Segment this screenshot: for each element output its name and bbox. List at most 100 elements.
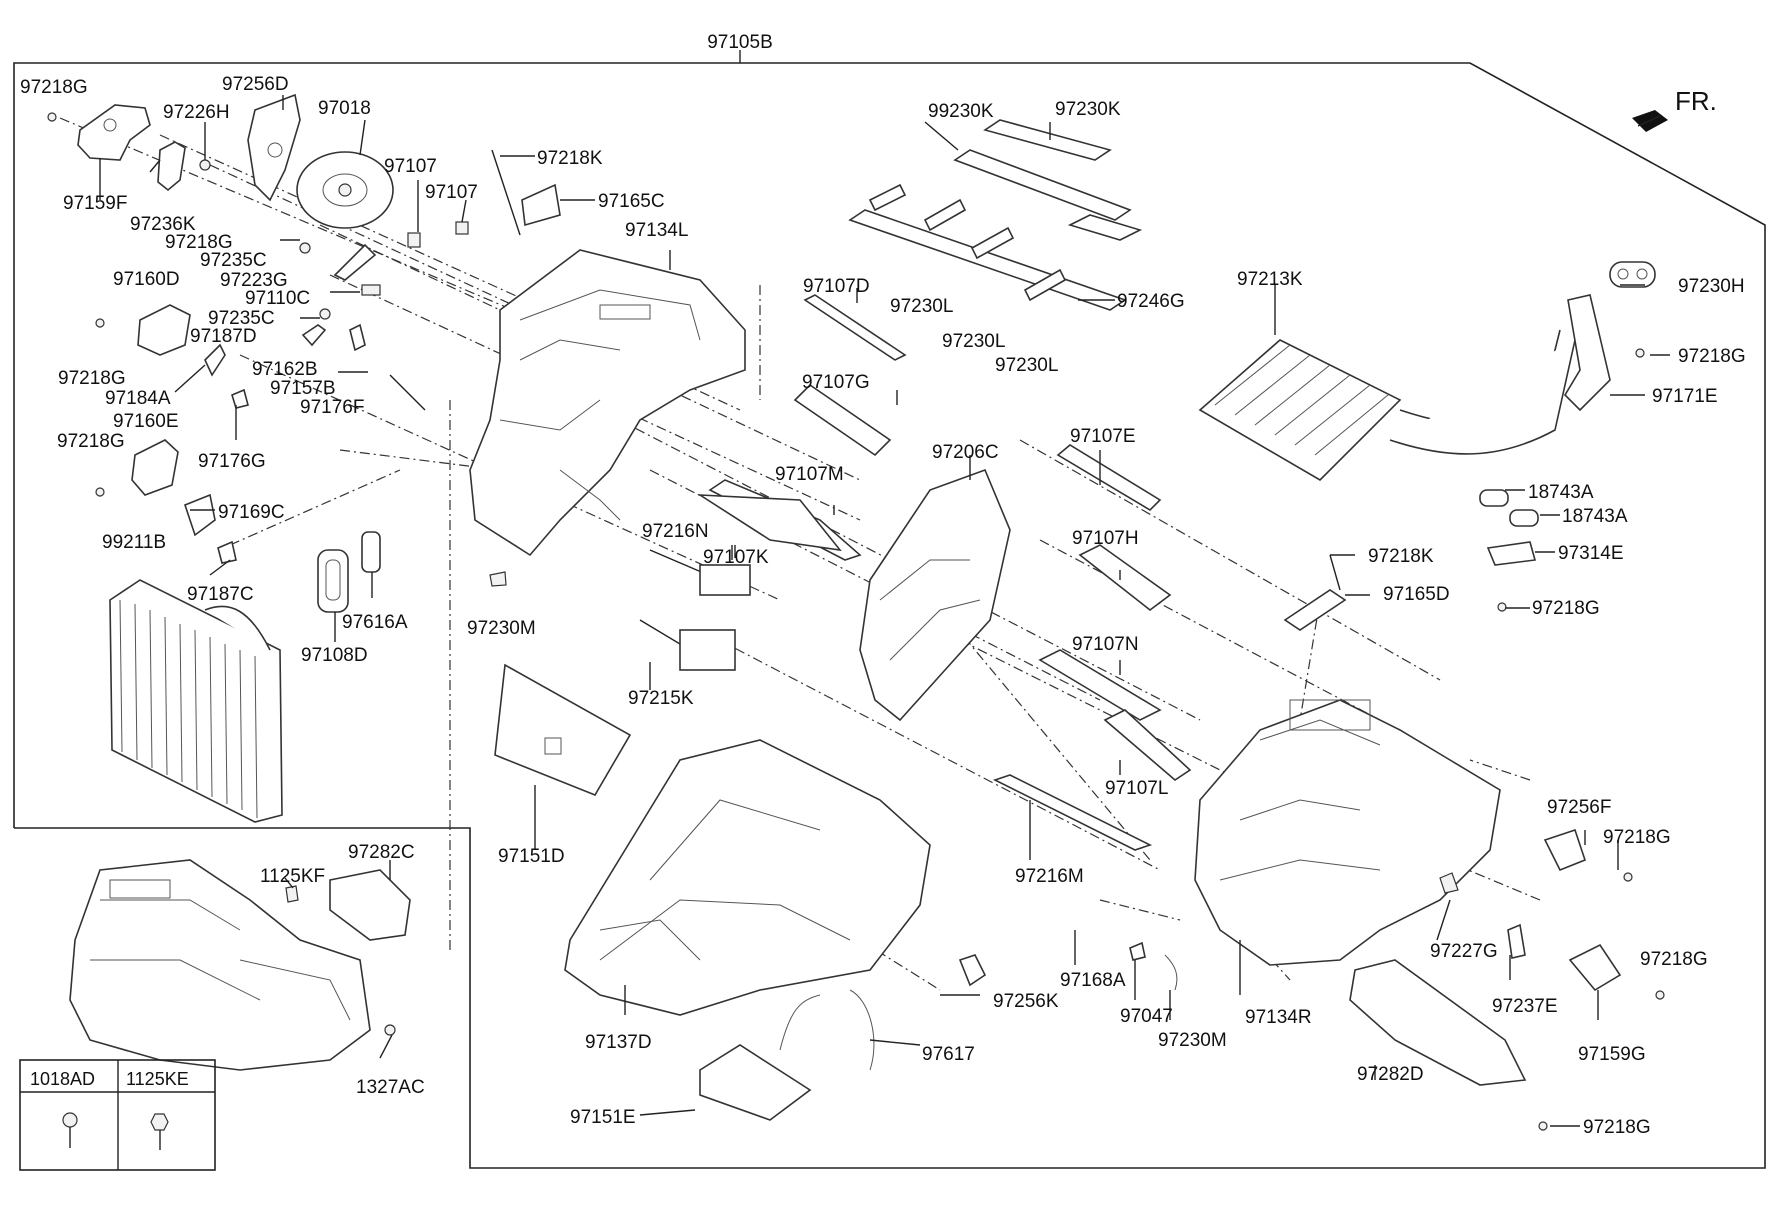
lever-97169C [184, 493, 237, 564]
small-parts-mid [489, 149, 561, 587]
label-97218G-d: 97218G [58, 368, 126, 389]
label-97216N: 97216N [642, 521, 709, 542]
label-97230L-a: 97230L [890, 296, 953, 317]
label-97176F: 97176F [300, 397, 364, 418]
label-97213K: 97213K [1237, 269, 1303, 290]
label-97218G-g: 97218G [1603, 827, 1671, 848]
label-leaders [99, 95, 1670, 1127]
lever-97184A [204, 343, 249, 409]
label-1327AC: 1327AC [356, 1077, 425, 1098]
label-97230K: 97230K [1055, 99, 1121, 120]
label-97230L-c: 97230L [995, 355, 1058, 376]
clamp-97314E [1486, 541, 1537, 612]
heater-core-97213K [1198, 329, 1576, 482]
actuator-97160E [95, 439, 179, 497]
table-header-1018AD: 1018AD [30, 1069, 95, 1089]
fastener-table [19, 1059, 216, 1171]
label-97227G: 97227G [1430, 941, 1498, 962]
label-97206C: 97206C [932, 442, 999, 463]
bracket-97165D [1283, 554, 1347, 631]
small-parts-right [1129, 828, 1665, 1131]
label-97107-b: 97107 [425, 182, 478, 203]
label-97165C: 97165C [598, 191, 665, 212]
label-97282D: 97282D [1357, 1064, 1424, 1085]
label-97159F: 97159F [63, 193, 127, 214]
label-97218G-e: 97218G [57, 431, 125, 452]
label-97184A: 97184A [105, 388, 171, 409]
actuator-97159F [47, 104, 151, 161]
label-97165D: 97165D [1383, 584, 1450, 605]
label-97223G: 97223G [220, 270, 288, 291]
grommet-97230H [1609, 261, 1656, 288]
part-number-labels: 97105B FR. 97218G 97256D 97226H 97018 97… [20, 32, 1746, 1138]
label-97159G: 97159G [1578, 1044, 1646, 1065]
label-97110C: 97110C [245, 288, 310, 309]
label-97230M: 97230M [467, 618, 536, 639]
main-frame [13, 50, 1766, 1169]
label-97256D: 97256D [222, 74, 289, 95]
screw-icon [62, 1112, 78, 1148]
label-97230L-b: 97230L [942, 331, 1005, 352]
label-97171E: 97171E [1652, 386, 1718, 407]
label-97151D: 97151D [498, 846, 565, 867]
label-97107D: 97107D [803, 276, 870, 297]
label-97187D: 97187D [190, 326, 257, 347]
label-99211B: 99211B [102, 532, 166, 553]
label-97218G: 97218G [20, 77, 88, 98]
pad-97151E [699, 1044, 812, 1121]
label-97134L: 97134L [625, 220, 688, 241]
label-97218G-i: 97218G [1583, 1117, 1651, 1138]
pad-97151D [494, 663, 632, 796]
label-97256K: 97256K [993, 991, 1059, 1012]
seals-97108D-97616A [317, 531, 381, 613]
label-97107K: 97107K [703, 547, 769, 568]
label-97107H: 97107H [1072, 528, 1139, 549]
label-97107L: 97107L [1105, 778, 1168, 799]
label-97226H: 97226H [163, 102, 230, 123]
label-97162B: 97162B [252, 359, 318, 380]
bracket-97236K [157, 141, 211, 192]
label-97018: 97018 [318, 98, 371, 119]
case-left-97134L [469, 249, 746, 557]
label-97230H: 97230H [1678, 276, 1745, 297]
label-97235C: 97235C [200, 250, 267, 271]
actuator-97256D [247, 93, 301, 202]
label-97246G: 97246G [1117, 291, 1185, 312]
bracket-97171E [1563, 294, 1645, 412]
evaporator-99211B [109, 579, 283, 823]
label-97107G: 97107G [802, 372, 870, 393]
label-97314E: 97314E [1558, 543, 1624, 564]
label-97107N: 97107N [1072, 634, 1139, 655]
label-97151E: 97151E [570, 1107, 636, 1128]
table-header-1125KE: 1125KE [126, 1069, 189, 1089]
label-97187C: 97187C [187, 584, 254, 605]
bolt-icon [150, 1113, 169, 1150]
label-97107-a: 97107 [384, 156, 437, 177]
label-97216M: 97216M [1015, 866, 1084, 887]
filters-97230 [848, 119, 1143, 311]
label-97215K: 97215K [628, 688, 694, 709]
label-1125KF: 1125KF [260, 866, 325, 887]
label-97108D: 97108D [301, 645, 368, 666]
label-97235C-b: 97235C [208, 308, 275, 329]
label-97107E: 97107E [1070, 426, 1136, 447]
label-97168A: 97168A [1060, 970, 1126, 991]
label-97218K-b: 97218K [1368, 546, 1434, 567]
label-97160D: 97160D [113, 269, 180, 290]
label-97176G: 97176G [198, 451, 266, 472]
label-97134R: 97134R [1245, 1007, 1312, 1028]
doors-center [639, 294, 1192, 851]
label-97256F: 97256F [1547, 797, 1611, 818]
label-97230M-b: 97230M [1158, 1030, 1227, 1051]
actuator-97160D [95, 304, 191, 356]
label-97160E: 97160E [113, 411, 179, 432]
inset-hvac-assembly [69, 859, 411, 1071]
label-97107M: 97107M [775, 464, 844, 485]
label-97616A: 97616A [342, 612, 408, 633]
label-fr: FR. [1675, 86, 1717, 116]
orings-18743A [1479, 489, 1539, 527]
front-direction-arrow-icon [1632, 110, 1668, 132]
label-97218K: 97218K [537, 148, 603, 169]
